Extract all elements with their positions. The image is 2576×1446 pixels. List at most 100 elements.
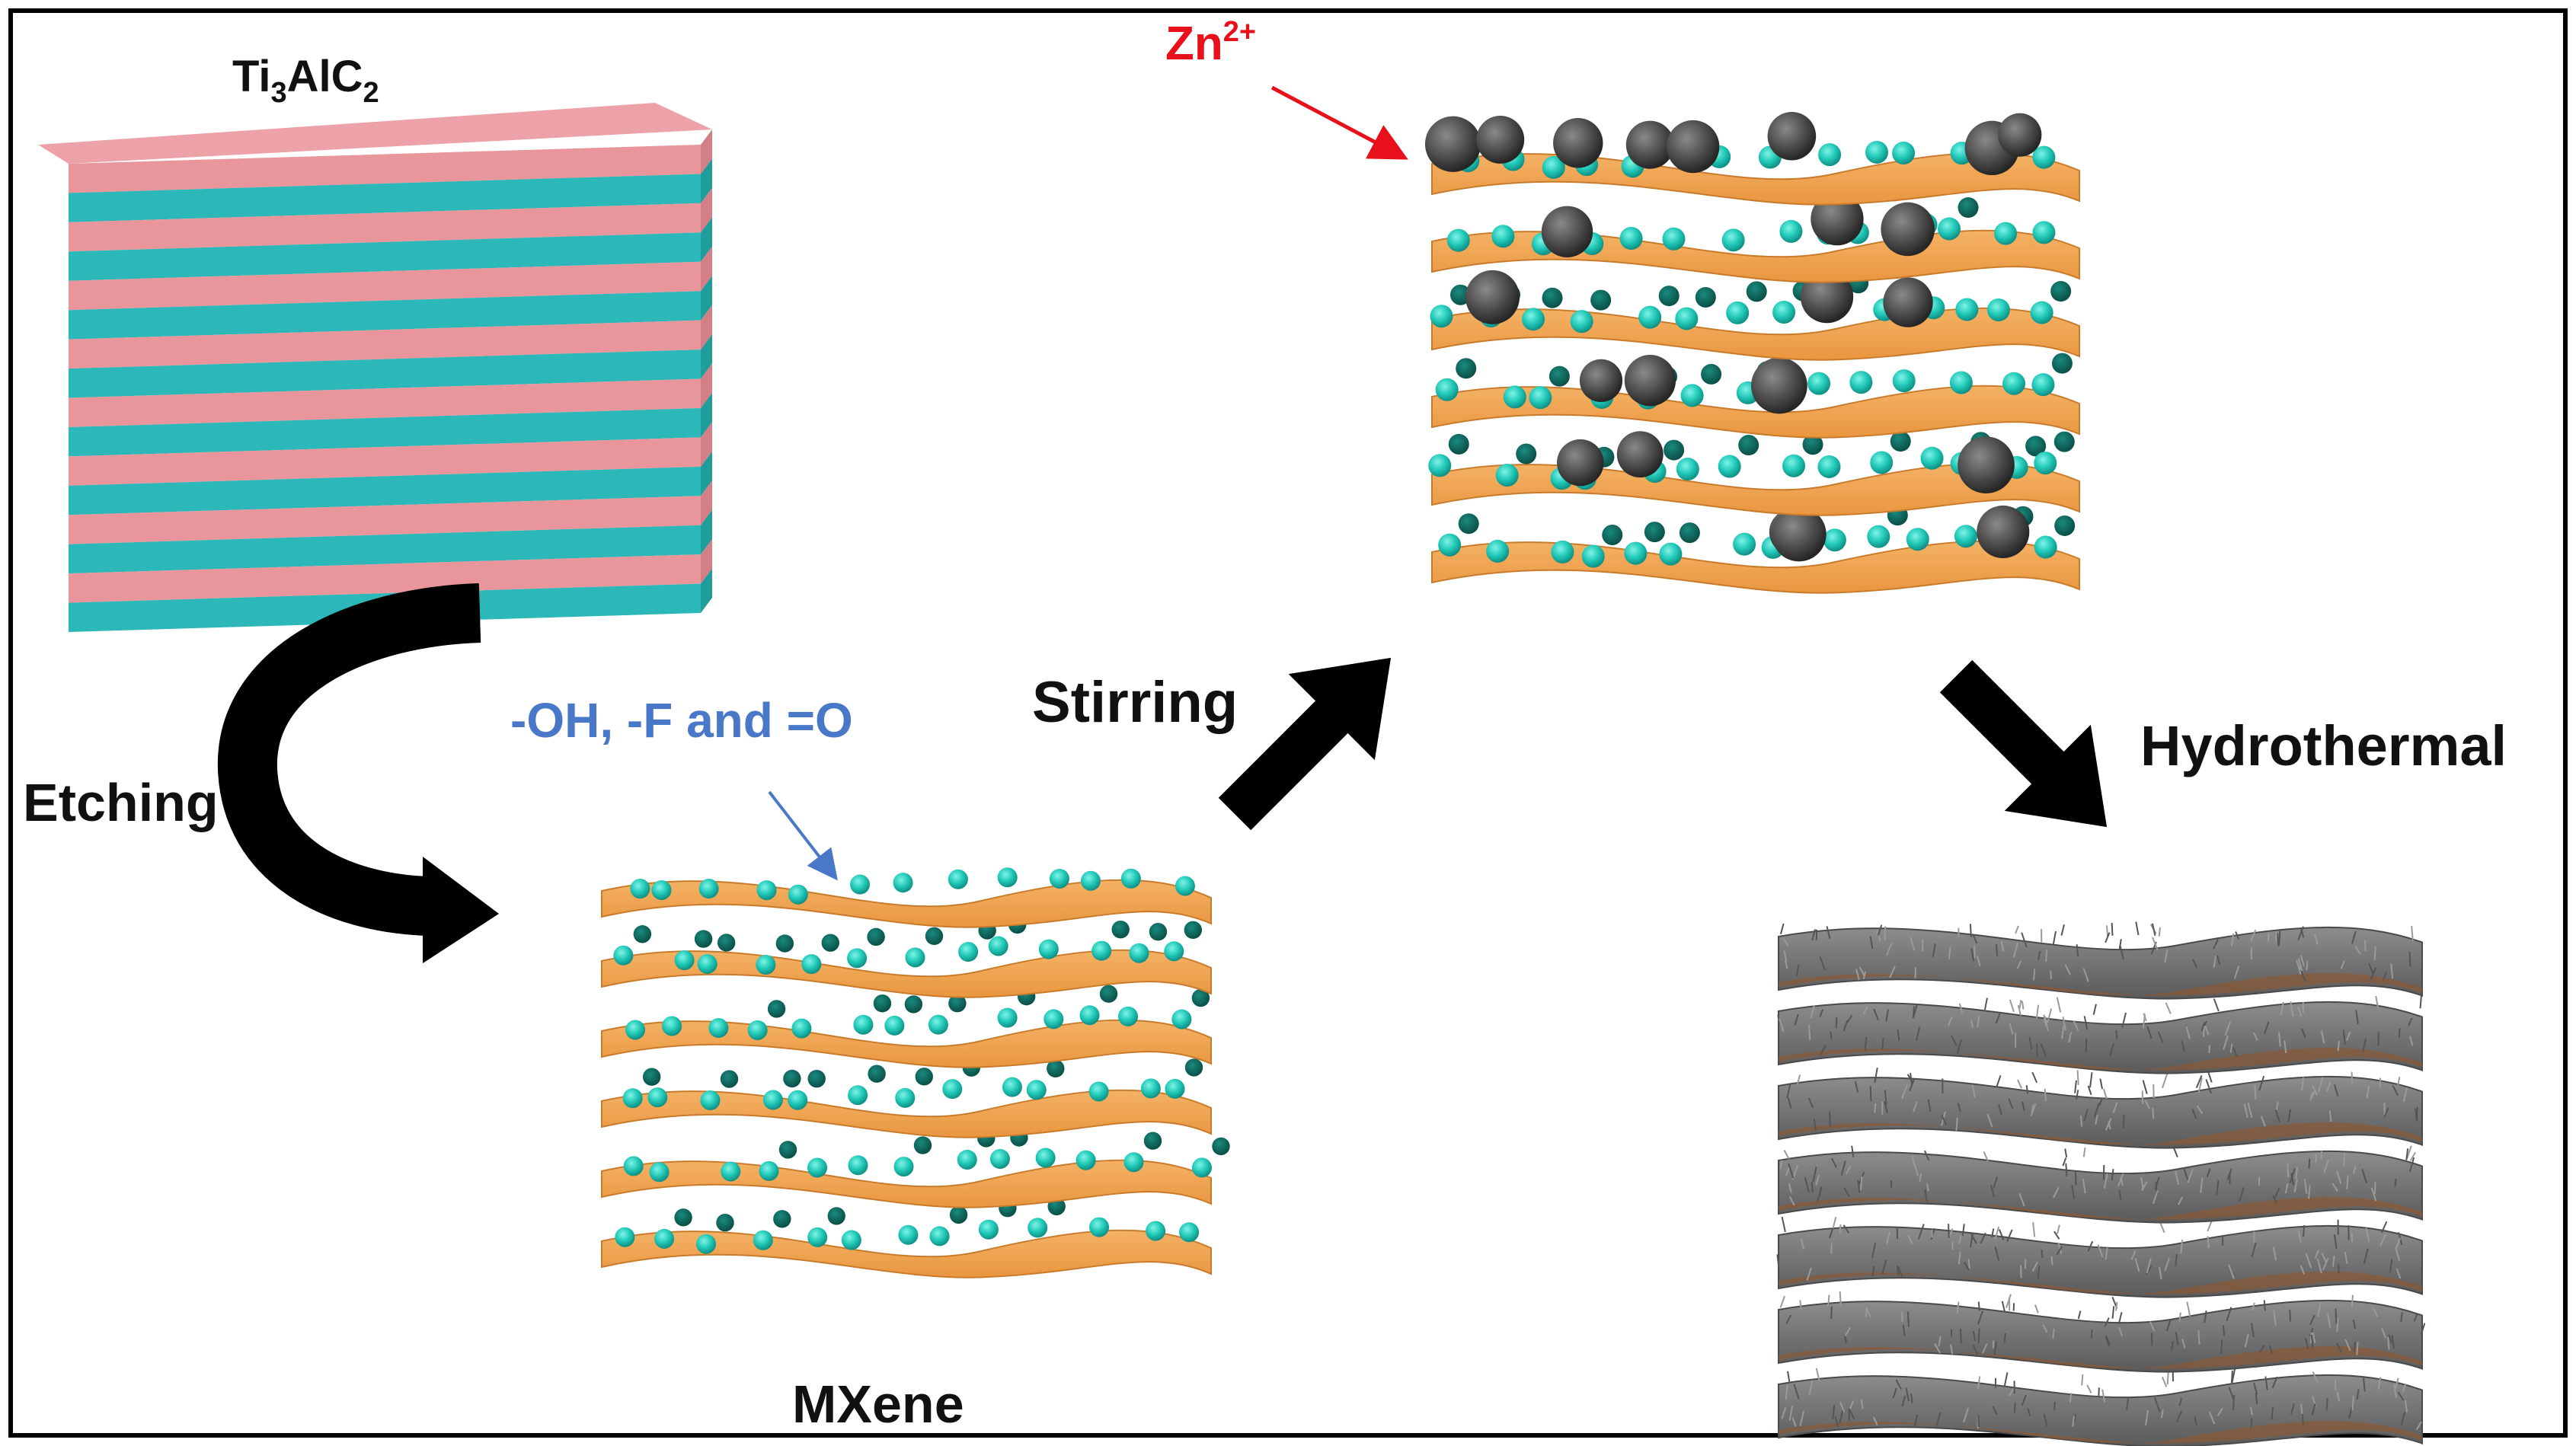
product-fuzz	[1851, 1145, 1855, 1158]
product-sheet	[1778, 1299, 2423, 1373]
product-fuzz	[2300, 955, 2305, 967]
stirring-arrow-icon	[1218, 657, 1392, 831]
product-fuzz	[2362, 1038, 2367, 1053]
product-fuzz	[1785, 960, 1788, 969]
functional-group-bead	[850, 874, 871, 895]
functional-group-bead	[1659, 542, 1683, 566]
product-fuzz	[2061, 1026, 2065, 1039]
product-fuzz	[2032, 1222, 2036, 1237]
functional-group-bead	[1146, 1221, 1166, 1241]
product-fuzz	[1958, 1003, 1964, 1013]
product-fuzz	[1830, 1031, 1833, 1039]
product-fuzz	[2031, 1071, 2038, 1084]
product-fuzz	[2268, 1345, 2273, 1355]
product-fuzz	[2216, 1179, 2220, 1195]
product-fuzz	[2208, 1411, 2216, 1425]
functional-group-bead	[1428, 454, 1452, 477]
product-fuzz	[1884, 1090, 1887, 1106]
hydrothermal-label: Hydrothermal	[2140, 714, 2507, 777]
product-fuzz	[2233, 966, 2240, 979]
product-fuzz	[1795, 965, 1800, 977]
product-fuzz	[1839, 1410, 1844, 1423]
product-fuzz	[2252, 1302, 2255, 1311]
zn-particle	[1579, 359, 1623, 402]
product-fuzz	[2185, 1026, 2191, 1039]
ti3alc2-side-layer	[701, 246, 712, 292]
zn-pointer-arrow-icon	[1270, 85, 1408, 160]
product-fuzz	[2104, 1317, 2110, 1327]
product-fuzz	[1885, 1009, 1889, 1022]
product-fuzz	[1839, 1224, 1842, 1234]
product-fuzz	[2050, 970, 2052, 980]
product-fuzz	[2009, 1387, 2015, 1397]
product-fuzz	[2252, 1032, 2258, 1041]
product-fuzz	[1892, 1387, 1897, 1399]
functional-group-bead	[1807, 372, 1831, 395]
product-fuzz	[2229, 1043, 2233, 1053]
functional-group-bead	[1529, 386, 1552, 410]
product-fuzz	[2391, 1335, 2395, 1349]
ti3alc2-side-layer	[701, 334, 712, 379]
product-fuzz	[2381, 1221, 2388, 1234]
product-fuzz	[1794, 1013, 1799, 1026]
product-fuzz	[2042, 1324, 2048, 1333]
product-fuzz	[2101, 1389, 2106, 1403]
product-fuzz	[1895, 1379, 1902, 1390]
product-fuzz	[2085, 1038, 2088, 1053]
product-fuzz	[2098, 1097, 2104, 1106]
product-fuzz	[2271, 1406, 2274, 1420]
product-fuzz	[1963, 1262, 1970, 1271]
product-fuzz	[2161, 1376, 2168, 1387]
product-fuzz	[1889, 966, 1896, 978]
product-fuzz	[1914, 967, 1917, 978]
functional-group-bead	[1129, 943, 1149, 963]
product-fuzz	[2159, 1266, 2162, 1280]
product-fuzz	[2186, 1301, 2191, 1317]
product-fuzz	[2411, 925, 2414, 941]
functional-group-bead	[942, 1079, 963, 1100]
product-fuzz	[2224, 1021, 2232, 1036]
functional-group-bead	[2034, 452, 2057, 475]
product-fuzz	[1779, 1160, 1783, 1170]
product-fuzz	[1958, 1235, 1962, 1244]
zn-particle	[1800, 270, 1854, 324]
product-sheet-edge	[1779, 1122, 2422, 1145]
product-fuzz	[2312, 1333, 2316, 1344]
functional-group-bead	[2032, 221, 2056, 244]
product-fuzz	[2311, 1084, 2318, 1096]
product-fuzz	[2216, 955, 2221, 965]
product-fuzz	[1788, 1406, 1794, 1421]
functional-group-bead	[623, 1156, 644, 1176]
sheet-layer	[601, 1019, 1212, 1068]
product-fuzz	[2050, 1256, 2053, 1266]
product-fuzz	[2082, 1148, 2086, 1157]
functional-group-bead	[1171, 1009, 1192, 1029]
functional-group-bead	[2031, 373, 2055, 397]
functional-group-bead	[1049, 868, 1069, 889]
functional-group-bead	[1892, 369, 1916, 393]
product-fuzz	[2175, 1331, 2179, 1345]
product-fuzz	[2250, 929, 2257, 942]
product-fuzz	[1854, 1081, 1859, 1093]
product-fuzz	[1830, 1157, 1837, 1168]
product-fuzz	[2351, 1294, 2354, 1307]
product-fuzz	[2083, 1016, 2089, 1030]
product-fuzz	[1912, 1156, 1916, 1166]
zn-particle	[1476, 116, 1525, 164]
product-fuzz	[2387, 1336, 2390, 1350]
product-fuzz	[1815, 1174, 1820, 1186]
product-fuzz	[2068, 1032, 2073, 1043]
functional-group-bead	[1035, 1148, 1056, 1168]
product-fuzz	[2165, 1002, 2172, 1014]
functional-group-bead-shadow	[767, 1000, 786, 1018]
functional-group-bead-shadow	[1602, 525, 1623, 546]
product-fuzz	[1813, 1119, 1817, 1131]
functional-group-bead	[1986, 298, 2010, 321]
functional-group-bead	[848, 1085, 868, 1106]
product-fuzz	[1846, 1014, 1853, 1024]
product-fuzz	[1866, 1308, 1871, 1317]
product-fuzz	[2408, 951, 2411, 967]
functional-group-bead-shadow	[2050, 281, 2072, 302]
sheet-layer	[601, 949, 1212, 998]
product-fuzz	[2009, 999, 2015, 1013]
